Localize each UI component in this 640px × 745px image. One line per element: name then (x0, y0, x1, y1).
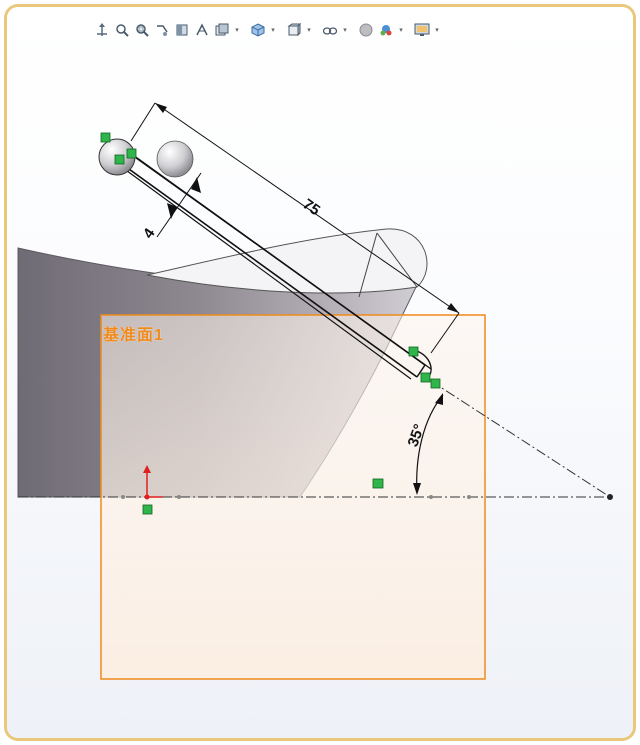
horizontal-relation-marker[interactable] (372, 478, 384, 489)
point[interactable] (467, 495, 471, 499)
apply-scene-icon[interactable] (377, 21, 395, 39)
chevron-down-icon[interactable]: ▾ (307, 26, 311, 34)
origin-relation-marker[interactable] (142, 504, 153, 515)
sphere-right[interactable] (156, 140, 194, 178)
zoom-to-area-icon[interactable] (133, 21, 151, 39)
view-orientation-icon[interactable] (93, 21, 111, 39)
chevron-down-icon[interactable]: ▾ (271, 26, 275, 34)
relation-marker[interactable] (408, 346, 419, 357)
graphics-area[interactable]: ▾ ▾ ▾ ▾ ▾ (7, 7, 633, 738)
sketch-origin[interactable] (143, 465, 163, 500)
dynamic-annotation-icon[interactable] (193, 21, 211, 39)
dimension-4-lines[interactable] (156, 172, 202, 238)
relation-marker[interactable] (126, 148, 137, 159)
edit-appearance-icon[interactable] (357, 21, 375, 39)
part-edge (358, 232, 378, 298)
previous-view-icon[interactable] (153, 21, 171, 39)
chevron-down-icon[interactable]: ▾ (435, 26, 439, 34)
chevron-down-icon[interactable]: ▾ (399, 26, 403, 34)
plane-label[interactable]: 基准面1 (103, 327, 164, 344)
heads-up-view-toolbar: ▾ ▾ ▾ ▾ ▾ (93, 19, 441, 41)
part-edge (376, 232, 418, 288)
point[interactable] (429, 495, 433, 499)
zoom-to-fit-icon[interactable] (113, 21, 131, 39)
hide-show-items-icon[interactable] (321, 21, 339, 39)
relation-marker[interactable] (430, 378, 441, 389)
section-view-icon[interactable] (173, 21, 191, 39)
relation-marker[interactable] (100, 132, 111, 143)
part-lip[interactable] (146, 228, 428, 294)
dimension-35-arc[interactable] (413, 393, 444, 495)
relation-marker[interactable] (114, 154, 125, 165)
inclined-slot[interactable] (114, 147, 432, 380)
relation-marker[interactable] (420, 372, 431, 383)
sketch-scene[interactable] (7, 7, 633, 738)
point[interactable] (121, 495, 125, 499)
chevron-down-icon[interactable]: ▾ (343, 26, 347, 34)
display-style-icon[interactable] (285, 21, 303, 39)
view-settings-icon[interactable] (213, 21, 231, 39)
window-frame: ▾ ▾ ▾ ▾ ▾ (4, 4, 636, 741)
point[interactable] (177, 495, 181, 499)
view-setting-monitor-icon[interactable] (413, 21, 431, 39)
view-cube-icon[interactable] (249, 21, 267, 39)
dimension-75-lines[interactable] (130, 102, 460, 354)
chevron-down-icon[interactable]: ▾ (235, 26, 239, 34)
